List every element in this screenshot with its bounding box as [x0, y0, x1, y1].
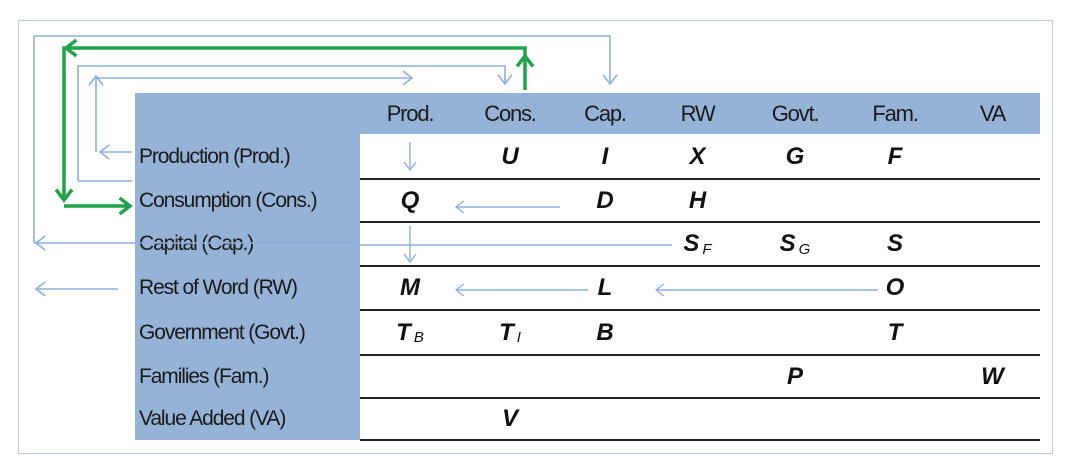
matrix-value: H	[688, 186, 707, 214]
matrix-value: O	[885, 274, 905, 301]
row-label: Families (Fam.)	[139, 364, 269, 388]
arrowhead-icon	[98, 144, 110, 160]
matrix-value: I	[601, 142, 609, 170]
diagram-frame	[18, 20, 1053, 454]
value-subscript: F	[702, 240, 712, 258]
matrix-value: M	[400, 274, 420, 301]
arrowhead-icon	[654, 283, 665, 297]
matrix-value: V	[501, 405, 518, 432]
arrowhead-icon	[402, 70, 414, 86]
matrix-value: X	[689, 142, 706, 170]
arrowhead-icon	[602, 74, 618, 86]
arrowhead-icon	[88, 74, 104, 86]
value-subscript: G	[798, 240, 811, 258]
column-header: VA	[979, 100, 1007, 126]
row-divider	[360, 221, 1040, 223]
column-header: RW	[680, 100, 716, 126]
value-subscript: I	[516, 329, 521, 346]
flow-arrow	[77, 65, 506, 181]
matrix-value: P	[786, 362, 803, 390]
matrix-value: T	[887, 318, 903, 346]
arrowhead-icon	[118, 196, 133, 216]
row-divider	[360, 178, 1040, 180]
row-label: Value Added (VA)	[139, 407, 286, 430]
row-label-column	[135, 134, 360, 440]
column-header: Fam.	[872, 100, 919, 126]
matrix-value: U	[501, 142, 519, 170]
row-label: Consumption (Cons.)	[139, 188, 318, 212]
arrowhead-icon	[403, 161, 417, 172]
arrowhead-icon	[63, 38, 78, 58]
matrix-value: F	[887, 142, 903, 170]
row-label: Government (Govt.)	[139, 320, 306, 344]
matrix-value: G	[785, 142, 805, 170]
arrowhead-icon	[34, 281, 46, 297]
value-subscript: B	[413, 329, 424, 346]
matrix-value: S	[886, 230, 903, 257]
matrix-value: L	[597, 274, 613, 301]
row-divider	[360, 439, 1040, 441]
matrix-value: Q	[400, 186, 420, 214]
header-band	[135, 93, 1040, 134]
arrowhead-icon	[350, 238, 361, 252]
matrix-value: B	[596, 318, 614, 346]
arrowhead-icon	[454, 200, 465, 214]
flow-arrow	[95, 77, 410, 152]
row-label: Rest of Word (RW)	[139, 276, 298, 299]
row-label: Production (Prod.)	[139, 144, 291, 168]
arrowhead-icon	[497, 74, 513, 86]
row-divider	[360, 397, 1040, 399]
row-divider	[360, 265, 1040, 267]
arrowhead-icon	[454, 283, 465, 297]
column-header: Cap.	[584, 100, 627, 126]
arrowhead-icon	[403, 253, 417, 264]
column-header: Cons.	[484, 100, 537, 126]
column-header: Prod.	[386, 100, 435, 126]
column-header: Govt.	[771, 100, 820, 126]
arrowhead-icon	[54, 188, 74, 203]
matrix-value: W	[981, 362, 1004, 390]
row-divider	[360, 309, 1040, 311]
row-divider	[360, 354, 1040, 356]
highlight-arrow	[62, 46, 527, 200]
arrowhead-icon	[515, 53, 535, 68]
matrix-value: D	[596, 186, 614, 214]
flow-arrow	[33, 35, 611, 243]
